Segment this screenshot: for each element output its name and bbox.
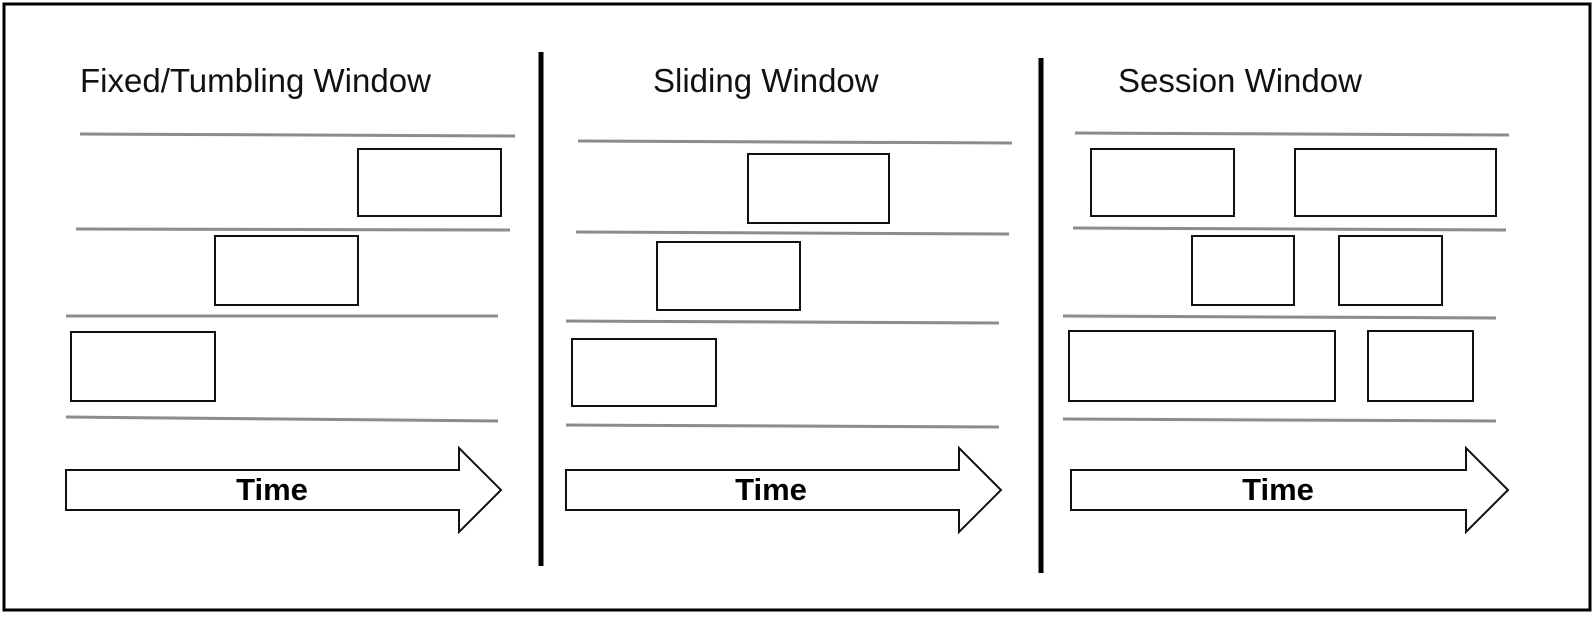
lane-line — [1062, 314, 1497, 320]
time-label: Time — [236, 472, 308, 507]
window-box — [656, 241, 801, 311]
window-box — [1294, 148, 1497, 217]
lane-line — [1072, 226, 1507, 232]
window-box — [214, 235, 359, 306]
lane-line — [565, 423, 1000, 429]
lane-line — [79, 132, 516, 138]
window-box — [1090, 148, 1235, 217]
panel-title-session: Session Window — [1118, 62, 1362, 99]
window-box — [1367, 330, 1474, 402]
window-box — [747, 153, 890, 224]
outer-frame — [2, 2, 1592, 612]
lane-line — [565, 319, 1000, 325]
panel-fixed-tumbling: Fixed/Tumbling Window Time — [65, 62, 516, 535]
window-box — [1338, 235, 1443, 306]
time-arrow — [65, 445, 503, 535]
lane-line — [577, 139, 1013, 145]
panel-title-fixed: Fixed/Tumbling Window — [80, 62, 431, 99]
lane-line — [1062, 417, 1497, 423]
window-box — [1191, 235, 1295, 306]
time-label: Time — [1242, 472, 1314, 507]
lane-line — [65, 415, 499, 423]
time-label: Time — [735, 472, 807, 507]
panel-sliding: Sliding Window Time — [565, 62, 1013, 535]
window-box — [70, 331, 216, 402]
lane-line — [1074, 131, 1510, 137]
window-box — [357, 148, 502, 217]
window-box — [571, 338, 717, 407]
time-arrow — [1070, 445, 1510, 535]
lane-line — [575, 230, 1010, 236]
panel-session: Session Window Time — [1062, 62, 1510, 535]
window-box — [1068, 330, 1336, 402]
lane-line — [75, 227, 511, 232]
time-arrow — [565, 445, 1003, 535]
panel-title-sliding: Sliding Window — [653, 62, 879, 99]
